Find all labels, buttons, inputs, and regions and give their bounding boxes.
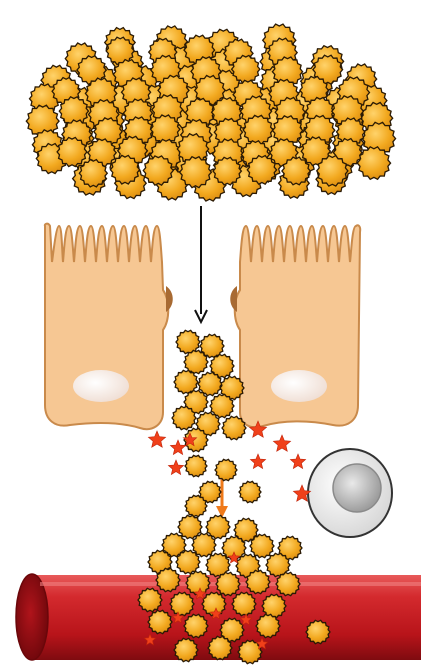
tight-junction-right [230,286,237,312]
particle [138,588,162,611]
star-mediator [250,454,265,469]
tight-junction-left [166,286,173,312]
star-mediator [273,435,290,451]
particle [306,620,330,643]
particle [239,481,261,502]
immune-cell-nucleus [333,464,381,512]
particle [176,550,200,573]
star-mediator [170,440,185,455]
particle [256,614,280,637]
particle [174,638,198,661]
epithelial-cell-left [45,224,168,429]
particle [156,568,180,591]
particle [222,416,246,439]
particle [208,636,232,659]
blood-vessel-opening [16,574,48,660]
particle [216,572,240,595]
particle [185,455,207,476]
particle [184,614,208,637]
particle [232,592,256,615]
particle [215,459,237,480]
particle [186,571,210,594]
particle [148,610,172,633]
immune-cell [308,449,392,537]
particle [276,572,300,595]
particle [176,330,200,353]
particle [246,570,270,593]
transport-arrow [195,206,207,322]
particle [172,406,196,429]
cell-right-nucleus [271,370,327,402]
cell-left-nucleus [73,370,129,402]
star-mediator [168,460,183,475]
epithelial-cell-right [235,225,360,427]
star-mediator [148,431,165,447]
particle [185,495,207,516]
particle [170,592,194,615]
star-mediator [290,454,305,469]
particle [250,534,274,557]
